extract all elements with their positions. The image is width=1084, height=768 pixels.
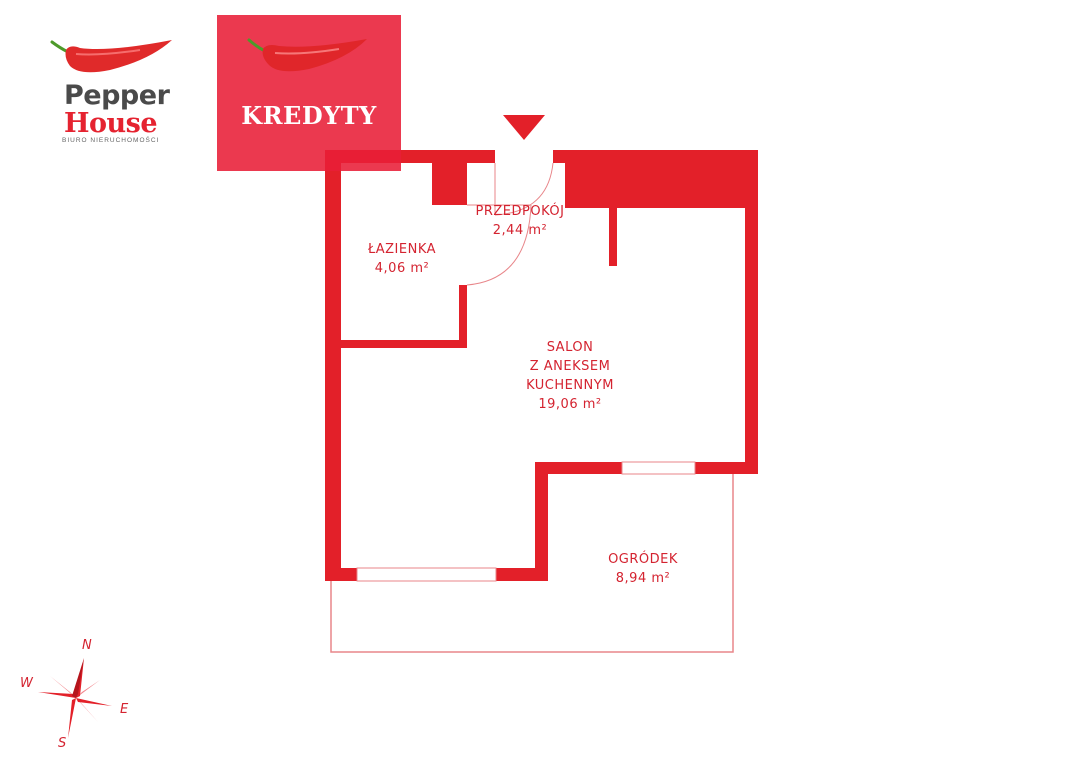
kredyty-banner[interactable]: KREDYTY xyxy=(217,15,401,171)
window-bottom xyxy=(356,567,497,582)
compass-north: N xyxy=(82,638,92,653)
chili-pepper-icon xyxy=(50,40,172,73)
compass-south: S xyxy=(58,736,67,751)
entrance-arrow-icon xyxy=(503,115,545,140)
kredyty-label: KREDYTY xyxy=(241,101,377,130)
room-area: 2,44 m² xyxy=(492,223,548,238)
bathroom-door-swing xyxy=(466,204,532,286)
room-name-line: KUCHENNYM xyxy=(526,378,614,393)
chili-pepper-icon xyxy=(247,38,367,72)
room-area: 19,06 m² xyxy=(538,397,602,412)
pepper-house-logo: Pepper House BIURO NIERUCHOMOŚCI xyxy=(40,30,180,150)
compass-rose-icon xyxy=(38,658,112,738)
room-label-lazienka: ŁAZIENKA 4,06 m² xyxy=(352,240,452,278)
compass-west: W xyxy=(20,676,33,691)
room-label-ogrodek: OGRÓDEK 8,94 m² xyxy=(593,550,693,588)
brand-name-line2: House xyxy=(64,108,158,139)
room-name: PRZEDPOKÓJ xyxy=(475,204,565,219)
compass-rose: N W E S xyxy=(10,630,140,760)
garden-outline xyxy=(330,474,734,653)
brand-name-line1: Pepper xyxy=(64,80,170,111)
compass-east: E xyxy=(120,702,129,717)
window-garden xyxy=(621,461,696,475)
room-label-przedpokoj: PRZEDPOKÓJ 2,44 m² xyxy=(465,202,575,240)
entrance-door-swing xyxy=(494,162,554,216)
room-name: OGRÓDEK xyxy=(608,552,678,567)
room-name: ŁAZIENKA xyxy=(367,242,437,257)
room-area: 8,94 m² xyxy=(615,571,671,586)
room-name-line: Z ANEKSEM xyxy=(529,359,611,374)
room-name-line: SALON xyxy=(546,340,594,355)
room-area: 4,06 m² xyxy=(374,261,430,276)
brand-tagline: BIURO NIERUCHOMOŚCI xyxy=(62,137,160,144)
walls xyxy=(325,150,758,581)
room-label-salon: SALON Z ANEKSEM KUCHENNYM 19,06 m² xyxy=(500,338,640,414)
